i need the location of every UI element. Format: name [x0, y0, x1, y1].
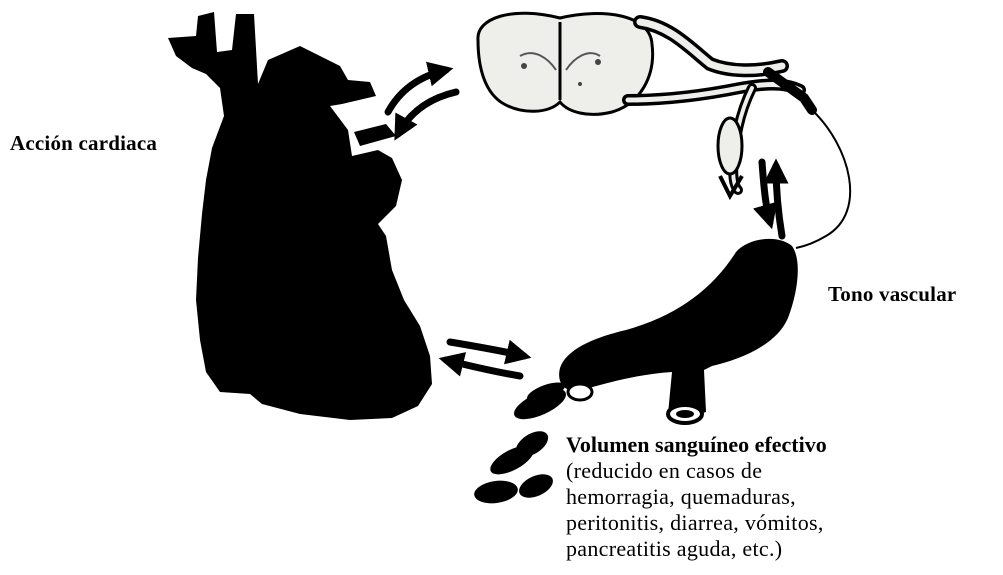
vascular-tone-label: Tono vascular	[828, 284, 956, 305]
blood-volume-detail-line: hemorragia, quemaduras,	[566, 484, 827, 510]
blood-volume-detail-line: pancreatitis aguda, etc.)	[566, 536, 827, 562]
blood-vessel-icon	[559, 239, 798, 423]
heart-silhouette-icon	[168, 12, 432, 420]
blood-volume-caption: Volumen sanguíneo efectivo (reducido en …	[566, 432, 827, 562]
blood-volume-title: Volumen sanguíneo efectivo	[566, 432, 827, 458]
blood-volume-detail-line: (reducido en casos de	[566, 458, 827, 484]
bidirectional-arrow-icon	[762, 162, 782, 236]
blood-volume-detail-line: peritonitis, diarrea, vómitos,	[566, 510, 827, 536]
spinal-cord-section-icon	[478, 13, 850, 248]
bidirectional-arrow-icon	[446, 342, 524, 376]
blood-volume-detail: (reducido en casos de hemorragia, quemad…	[566, 458, 827, 562]
red-blood-cells-icon	[473, 379, 570, 506]
heart-action-label: Acción cardiaca	[10, 133, 157, 154]
bidirectional-arrow-icon	[388, 70, 456, 134]
